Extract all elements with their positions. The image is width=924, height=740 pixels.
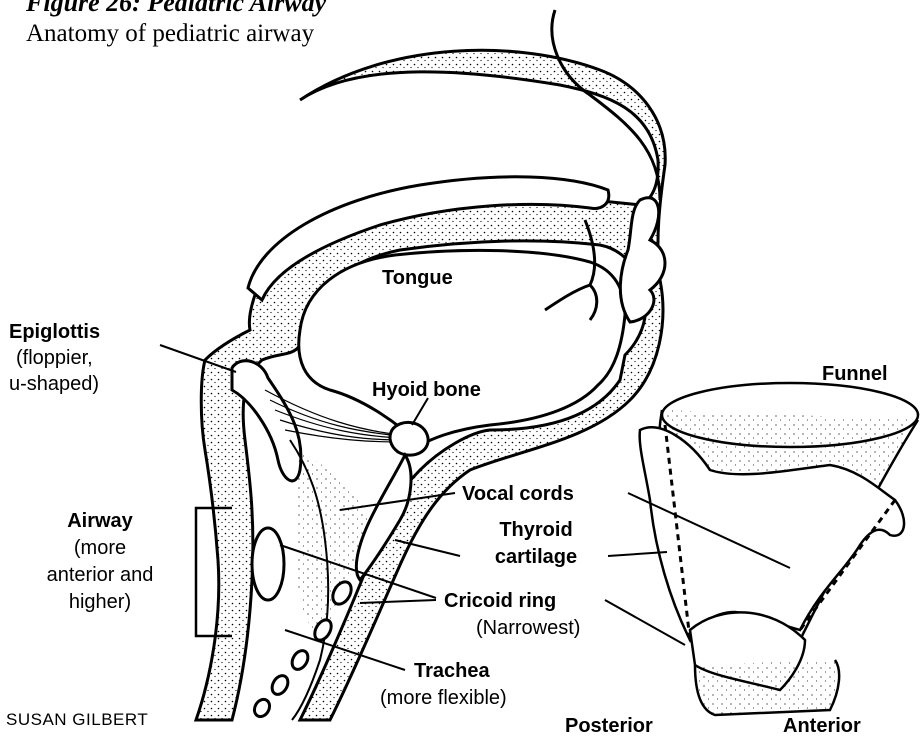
label-funnel: Funnel — [822, 362, 888, 386]
label-thyroid-2: cartilage — [466, 545, 606, 569]
label-thyroid-1: Thyroid — [466, 518, 606, 542]
label-airway: Airway — [20, 509, 180, 533]
label-airway-note-3: higher) — [20, 590, 180, 614]
label-cricoid-ring: Cricoid ring — [444, 589, 556, 613]
artist-credit: SUSAN GILBERT — [6, 710, 148, 730]
label-hyoid-bone: Hyoid bone — [372, 378, 481, 402]
figure-title: Figure 26: Pediatric Airway — [26, 0, 326, 18]
hyoid-bone-shape — [390, 422, 428, 455]
label-airway-note-2: anterior and — [20, 563, 180, 587]
cricoid-leader-3 — [605, 600, 685, 645]
label-epiglottis: Epiglottis — [9, 320, 100, 344]
label-posterior: Posterior — [565, 714, 653, 738]
label-tongue: Tongue — [382, 266, 453, 290]
label-vocal-cords: Vocal cords — [462, 482, 574, 506]
label-epiglottis-note-1: (floppier, — [16, 346, 93, 370]
label-anterior: Anterior — [783, 714, 861, 738]
label-epiglottis-note-2: u-shaped) — [9, 372, 99, 396]
funnel-larynx — [640, 383, 918, 715]
label-trachea: Trachea — [414, 659, 490, 683]
arytenoid-oval — [252, 528, 284, 600]
label-trachea-note: (more flexible) — [380, 686, 507, 710]
label-airway-note-1: (more — [20, 536, 180, 560]
figure-subtitle: Anatomy of pediatric airway — [26, 20, 314, 48]
label-cricoid-note: (Narrowest) — [476, 616, 580, 640]
